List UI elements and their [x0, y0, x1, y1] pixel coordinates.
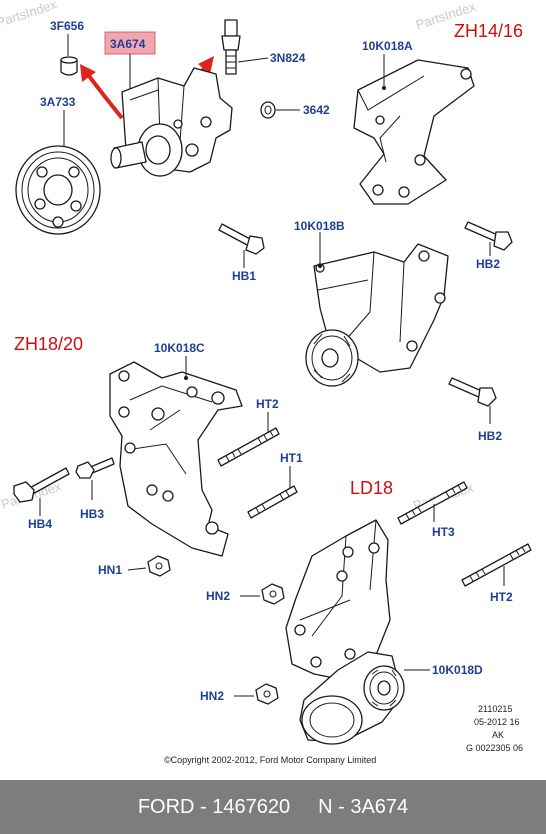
seal-3642 [260, 101, 276, 119]
label-10k018b: 10K018B [294, 219, 345, 233]
pulley-3a733 [15, 145, 101, 235]
footer-reference: N - 3A674 [318, 795, 409, 818]
label-10k018c: 10K018C [154, 341, 205, 355]
fitting-3f656 [60, 56, 78, 76]
label-ht2-middle: HT2 [256, 397, 279, 411]
label-3f656: 3F656 [50, 19, 84, 33]
stud-ht2-lower [461, 543, 532, 587]
copyright-text: ©Copyright 2002-2012, Ford Motor Company… [164, 755, 376, 765]
bolt-hb2-lower [448, 377, 497, 407]
footer-part-number: FORD - 1467620 [137, 795, 291, 818]
nut-hn2-upper [261, 583, 285, 605]
label-hb4: HB4 [28, 517, 52, 531]
label-hb2-upper: HB2 [476, 257, 500, 271]
nut-hn2-lower [255, 683, 279, 705]
bracket-10k018c [109, 361, 243, 557]
bolt-hb3 [75, 457, 115, 479]
label-3a733: 3A733 [40, 95, 76, 109]
variant-label-ld18: LD18 [350, 478, 393, 498]
red-arrow-left [84, 70, 124, 120]
label-10k018a: 10K018A [362, 39, 413, 53]
bracket-10k018d [285, 519, 405, 745]
bracket-10k018b [305, 243, 449, 387]
power-steering-pump [110, 67, 233, 177]
bolt-hb4 [13, 467, 70, 503]
ref-line-1: 2110215 [478, 704, 512, 714]
label-hn2-lower: HN2 [200, 689, 224, 703]
label-hn2-upper: HN2 [206, 589, 230, 603]
stud-ht1 [247, 485, 298, 519]
pressure-switch-3n824 [221, 19, 241, 75]
ref-line-2: 05-2012 16 [474, 717, 520, 727]
label-hb3: HB3 [80, 507, 104, 521]
label-hn1: HN1 [98, 563, 122, 577]
label-ht3: HT3 [432, 525, 455, 539]
exploded-parts-diagram: PartsIndex PartsIndex PartsIndex PartsIn… [0, 0, 532, 765]
bracket-10k018a [353, 59, 475, 205]
stud-ht2-middle [217, 427, 280, 467]
bolt-hb2-upper [464, 221, 513, 251]
ref-line-4: G 0022305 06 [466, 743, 523, 753]
ref-line-3: AK [492, 730, 504, 740]
label-3n824: 3N824 [270, 51, 306, 65]
label-hb1: HB1 [232, 269, 256, 283]
label-3642: 3642 [303, 103, 330, 117]
label-10k018d: 10K018D [432, 663, 483, 677]
nut-hn1 [147, 555, 171, 577]
label-hb2-lower: HB2 [478, 429, 502, 443]
variant-label-zh1416: ZH14/16 [454, 21, 523, 41]
label-3a674: 3A674 [110, 37, 146, 51]
label-ht2-lower: HT2 [490, 590, 513, 604]
bolt-hb1 [218, 223, 265, 255]
label-ht1: HT1 [280, 451, 303, 465]
footer-bar: FORD - 1467620 N - 3A674 [0, 780, 546, 834]
stud-ht3 [397, 481, 468, 525]
variant-label-zh1820: ZH18/20 [14, 334, 83, 354]
